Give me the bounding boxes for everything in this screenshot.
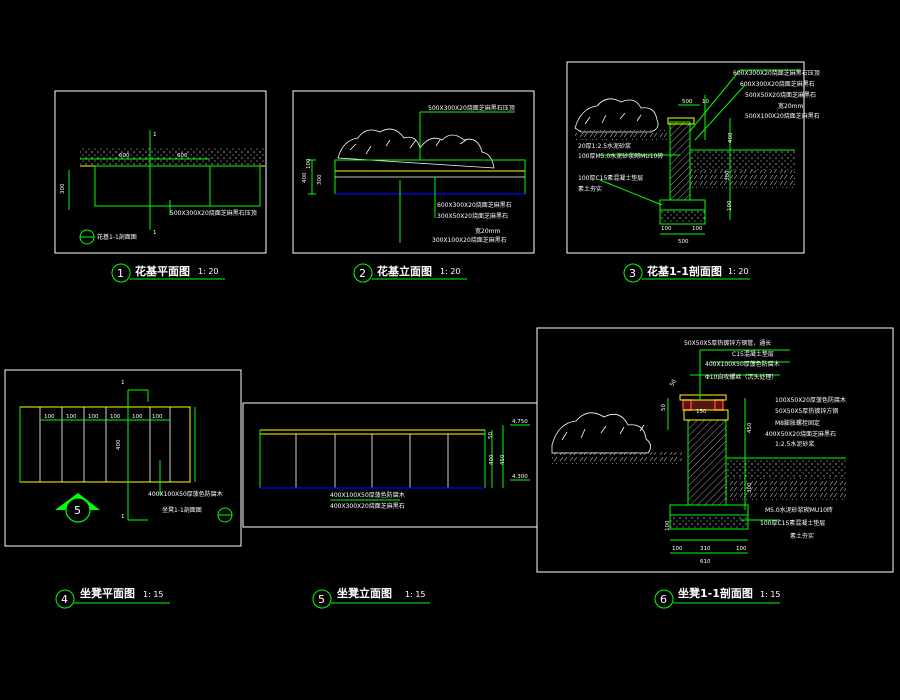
- v3-dim-3: 400: [728, 132, 734, 143]
- v1-dim-3: 300: [60, 183, 66, 194]
- v1-number: 1: [117, 267, 124, 280]
- v3-label-4: 宽20mm: [778, 102, 803, 110]
- v3-label-9: 素土夯实: [578, 185, 602, 193]
- v4-section-mark-top: 1: [121, 380, 125, 386]
- v6-dim-9: 100: [665, 520, 671, 531]
- view-5-bench-elevation: 4.750 4.300 50 400 450 400X100X50厚菠色防腐木 …: [242, 402, 538, 609]
- v4-dim-5: 100: [132, 414, 143, 420]
- v3-label-6: 20厚1:2.5水泥砂浆: [578, 142, 631, 150]
- v2-label-1: 500X300X20烧面芝麻黑石压顶: [428, 104, 515, 112]
- v2-label-3: 300X50X20烧面芝麻黑石: [437, 212, 508, 220]
- v3-label-2: 600X300X20烧面芝麻黑石: [740, 80, 815, 88]
- v4-dim-6: 100: [152, 414, 163, 420]
- v3-label-1: 600X300X20烧面芝麻黑石压顶: [733, 69, 820, 77]
- v1-label-capstone: 500X300X20烧面芝麻黑石压顶: [170, 209, 257, 217]
- view-1-flowerbed-plan: 600 600 300 1 1 500X300X20烧面芝麻黑石压顶 花基1-1…: [54, 90, 267, 283]
- v2-label-4: 宽20mm: [475, 227, 500, 235]
- v3-dim-5: 100: [692, 226, 703, 232]
- v4-dim-1: 100: [44, 414, 55, 420]
- v2-scale: 1: 20: [440, 267, 461, 276]
- v1-dim-2: 600: [177, 153, 188, 159]
- v4-dim-7: 400: [116, 439, 122, 450]
- v3-scale: 1: 20: [728, 267, 749, 276]
- v6-label-11: 100厚C15素混凝土垫层: [760, 519, 825, 527]
- v2-title: 花基立面图: [377, 264, 432, 278]
- v4-dim-4: 100: [110, 414, 121, 420]
- v6-label-5: 100X50X20厚菠色防腐木: [775, 396, 846, 404]
- v1-scale: 1: 20: [198, 267, 219, 276]
- v5-dim-4: 400: [489, 454, 495, 465]
- v5-label-2: 400X300X20烧面芝麻黑石: [330, 502, 405, 510]
- v6-dim-1: 50: [669, 378, 678, 387]
- v4-dim-2: 100: [66, 414, 77, 420]
- v6-dim-3: 50: [661, 404, 667, 411]
- v6-scale: 1: 15: [760, 590, 781, 599]
- v1-section-mark-top: 1: [153, 132, 157, 138]
- v4-scale: 1: 15: [143, 590, 164, 599]
- v6-dim-5: 300: [747, 482, 753, 493]
- v1-dim-1: 600: [119, 153, 130, 159]
- v3-dim-4: 100: [661, 226, 672, 232]
- view-4-bench-plan: 100 100 100 100 100 100 400 1 1 400X100X…: [4, 369, 242, 609]
- v5-dim-2: 4.300: [512, 474, 528, 480]
- v6-title: 坐凳1-1剖面图: [678, 586, 753, 600]
- v2-number: 2: [359, 267, 366, 280]
- v6-dim-4: 450: [747, 422, 753, 433]
- v2-dim-2: 400: [302, 172, 308, 183]
- v6-number: 6: [660, 593, 667, 606]
- view-2-flowerbed-elevation: 100 400 300 500X300X20烧面芝麻黑石压顶 600X300X2…: [292, 90, 535, 283]
- v5-dim-1: 4.750: [512, 419, 528, 425]
- v2-label-5: 300X100X20烧面芝麻黑石: [432, 236, 507, 244]
- v2-label-2: 600X300X20烧面芝麻黑石: [437, 201, 512, 209]
- v4-title: 坐凳平面图: [80, 586, 135, 600]
- v3-title: 花基1-1剖面图: [647, 264, 722, 278]
- v3-dim-6: 300: [725, 170, 731, 181]
- v4-detail-mark: 5: [74, 504, 81, 517]
- v3-label-8: 100厚C15素混凝土垫层: [578, 174, 643, 182]
- v4-label-1: 400X100X50厚菠色防腐木: [148, 490, 223, 498]
- v3-label-5: 500X100X20烧面芝麻黑石: [745, 112, 820, 120]
- v1-section-mark-bottom: 1: [153, 230, 157, 236]
- v6-label-8: 400X50X20烧面芝麻黑石: [765, 430, 836, 438]
- v3-label-3: 500X50X20烧面芝麻黑石: [745, 91, 816, 99]
- v6-label-2: C15混凝土垫层: [732, 350, 774, 358]
- v4-section-mark-bottom: 1: [121, 514, 125, 520]
- v6-label-4: Φ10自攻螺丝（沉头处理）: [705, 373, 777, 381]
- v6-label-7: M8膨胀螺栓固定: [775, 419, 820, 427]
- v6-dim-2: 150: [696, 409, 707, 415]
- view-6-bench-section: 50X50X5厚热镀锌方钢管，通长 C15混凝土垫层 400X100X50厚菠色…: [536, 327, 894, 609]
- v4-number: 4: [61, 593, 68, 606]
- v6-label-10: M5.0水泥砂浆砌MU10砖: [765, 506, 833, 514]
- v6-dim-7: 100: [736, 546, 747, 552]
- v3-dim-7: 100: [727, 200, 733, 211]
- v5-number: 5: [318, 593, 325, 606]
- v6-label-9: 1:2.5水泥砂浆: [775, 440, 814, 448]
- v3-number: 3: [629, 267, 636, 280]
- v6-label-1: 50X50X5厚热镀锌方钢管，通长: [684, 339, 771, 347]
- view-3-flowerbed-section: 600X300X20烧面芝麻黑石压顶 600X300X20烧面芝麻黑石 500X…: [566, 61, 820, 283]
- v6-label-3: 400X100X50厚菠色防腐木: [705, 360, 780, 368]
- v4-dim-3: 100: [88, 414, 99, 420]
- v5-dim-3: 50: [488, 432, 494, 439]
- v6-dim-8: 310: [700, 546, 711, 552]
- v3-dim-8: 500: [678, 239, 689, 245]
- v2-dim-3: 300: [317, 174, 323, 185]
- v6-dim-10: 610: [700, 559, 711, 565]
- v5-dim-5: 450: [500, 454, 506, 465]
- v5-scale: 1: 15: [405, 590, 426, 599]
- v3-label-7: 100厚M5.0水泥砂浆砌MU10砖: [578, 152, 663, 160]
- v6-dim-6: 100: [672, 546, 683, 552]
- v4-label-2: 坐凳1-1剖面图: [162, 506, 202, 514]
- v2-dim-1: 100: [306, 158, 312, 169]
- v5-label-1: 400X100X50厚菠色防腐木: [330, 491, 405, 499]
- v6-label-6: 50X50X5厚热镀锌方钢: [775, 407, 838, 415]
- v6-label-12: 素土夯实: [790, 532, 814, 540]
- v1-label-section: 花基1-1剖面图: [97, 233, 137, 241]
- v5-title: 坐凳立面图: [337, 586, 392, 600]
- v3-dim-1: 500: [682, 99, 693, 105]
- v3-dim-2: 10: [702, 99, 709, 105]
- v1-title: 花基平面图: [135, 264, 190, 278]
